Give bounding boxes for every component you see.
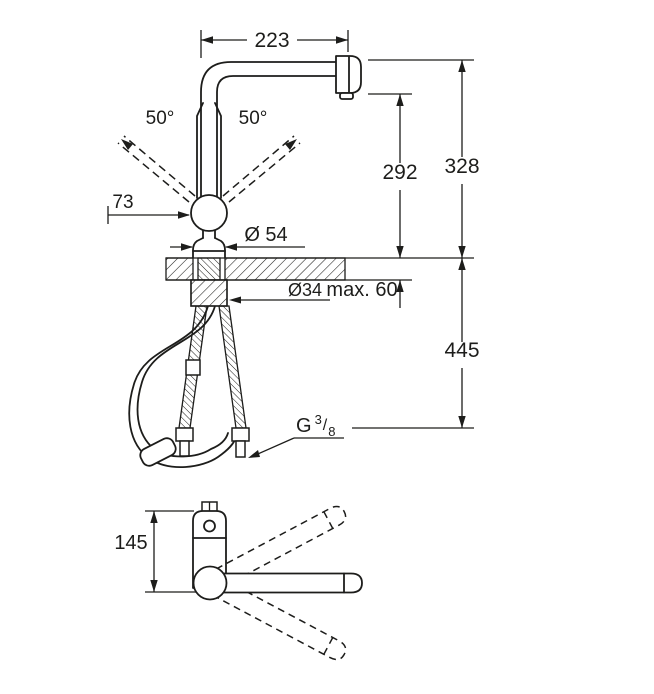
- plan-spout-dashed-lower: [215, 579, 347, 661]
- plan-spout-dashed-upper: [215, 505, 347, 587]
- deck-hatch-left: [165, 257, 194, 281]
- hose-end: [235, 440, 246, 458]
- hose-nut: [231, 427, 250, 442]
- dim-label-swivel-left: 50°: [146, 108, 175, 129]
- dim-handle-clearance: 73: [107, 192, 190, 224]
- handle-swivel-left: 50°: [117, 108, 196, 203]
- dim-label-328: 328: [444, 155, 479, 178]
- arrowhead: [458, 60, 466, 72]
- handle-ball: [190, 194, 228, 232]
- dim-label-73: 73: [112, 192, 133, 213]
- supply-hose-right: [218, 305, 250, 458]
- supply-hose-left: [175, 305, 208, 457]
- arrowhead: [201, 36, 213, 44]
- arrowhead: [458, 246, 466, 258]
- dim-label-swivel-right: 50°: [239, 108, 268, 129]
- arrowhead: [225, 243, 237, 251]
- arrowhead: [396, 94, 404, 106]
- hose-nut: [175, 427, 194, 442]
- hose-coupling: [185, 359, 201, 376]
- dim-spout-reach: 223: [200, 29, 349, 58]
- dim-label-145: 145: [114, 532, 147, 554]
- faucet-elevation: [190, 55, 362, 259]
- arrowhead: [396, 246, 404, 258]
- aerator: [339, 92, 354, 100]
- dim-plan-depth: 145: [114, 510, 201, 593]
- spout-outline: [216, 75, 337, 201]
- arrowhead: [458, 258, 466, 270]
- handle-swivel-right: 50°: [222, 108, 301, 203]
- pullout-hose: [128, 305, 237, 469]
- spout-outline: [200, 61, 337, 201]
- plan-cartridge: [203, 519, 216, 533]
- faucet-base: [192, 237, 204, 259]
- dim-label-445: 445: [444, 339, 479, 362]
- dim-spout-height: 292: [368, 93, 418, 258]
- dim-label-292: 292: [382, 161, 417, 184]
- arrowhead: [121, 139, 133, 150]
- dim-label-max60: max. 60: [326, 279, 397, 301]
- arrowhead: [248, 450, 260, 458]
- mounting-nut: [190, 279, 228, 307]
- dim-label-223: 223: [254, 29, 289, 52]
- dim-base-diameter: Ø 54: [170, 224, 305, 251]
- deck-hatch-right: [224, 257, 346, 281]
- dim-label-34: Ø34: [288, 280, 322, 300]
- plan-spout-solid: [221, 572, 363, 594]
- dim-total-height: 328: [368, 59, 480, 258]
- hose-weight: [139, 437, 177, 467]
- arrowhead: [150, 580, 158, 592]
- mounting-shank: [190, 257, 228, 307]
- arrowhead: [285, 139, 297, 150]
- dim-label-54: Ø 54: [244, 224, 287, 246]
- arrowhead: [229, 296, 241, 304]
- handle-lever: [196, 102, 204, 199]
- dim-hole-diameter: Ø34: [229, 280, 330, 304]
- arrowhead: [336, 36, 348, 44]
- arrowhead: [458, 416, 466, 428]
- plan-base-circle: [192, 565, 228, 601]
- arrowhead: [181, 243, 193, 251]
- handle-lever: [214, 102, 222, 199]
- arrowhead: [150, 511, 158, 523]
- faucet-base: [214, 237, 226, 259]
- dim-max-deck-thickness: max. 60: [326, 279, 404, 308]
- dim-below-deck-length: 445: [352, 258, 480, 429]
- hose-end: [179, 440, 190, 457]
- arrowhead: [396, 280, 404, 292]
- plan-view: 145: [114, 501, 363, 661]
- arrowhead: [178, 211, 190, 219]
